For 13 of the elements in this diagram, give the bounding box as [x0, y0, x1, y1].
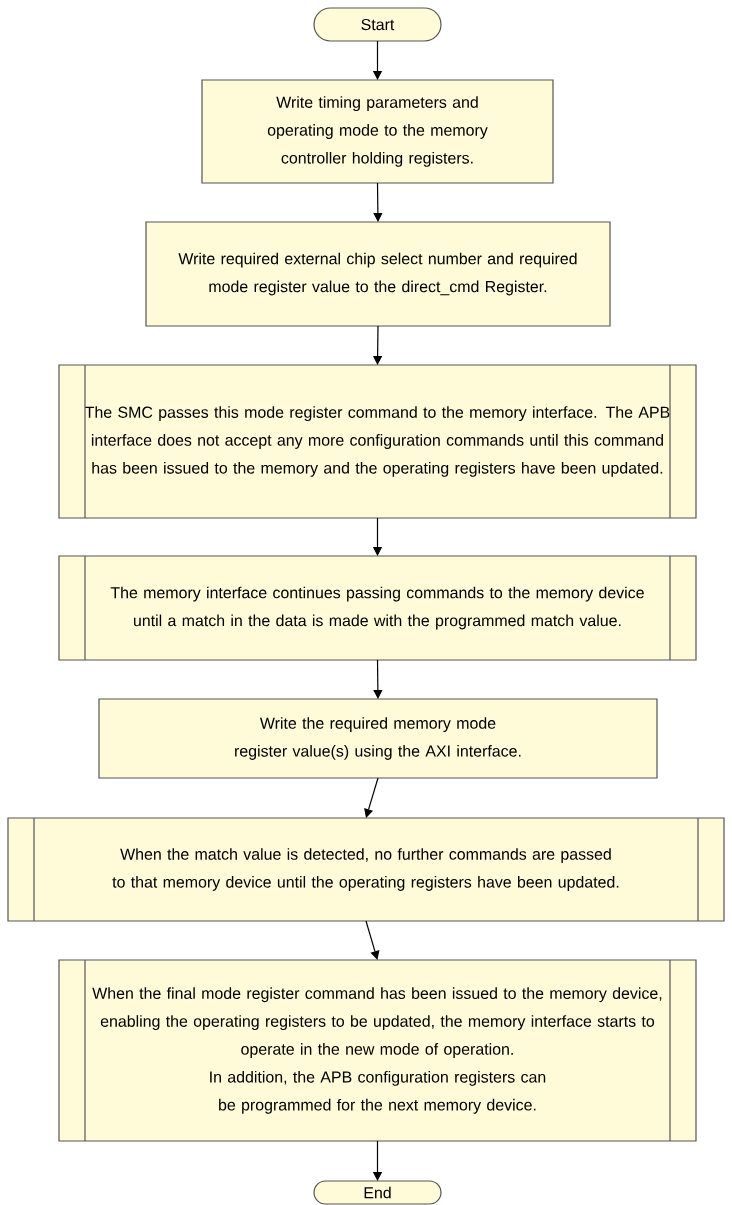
- terminal-box: Start: [313, 7, 442, 42]
- predefined-process-box: When the final mode register command has been issued to the memory device, enabling the operating registers to be updated, the memory interface starts to operate in the new mode of operation. In addition, the APB configuration registers can be programmed for the next memory device.: [58, 959, 697, 1142]
- predefined-process-box: When the match value is detected, no further commands are passed to that memory device until the operating registers have been updated.: [7, 817, 725, 922]
- arrow: [364, 777, 379, 818]
- predefined-process-box: The memory interface continues passing commands to the memory device until a match in the data is made with the programmed match value.: [58, 555, 697, 661]
- arrow: [365, 920, 380, 960]
- process-box: Write required external chip select number and required mode register value to the direct_cmd Register.: [145, 221, 611, 327]
- arrow: [373, 182, 383, 222]
- predefined-process-box: The SMC passes this mode register command to the memory interface. The APB interface does not accept any more configuration commands until this command has been issued to the memory and the operating registers have been updated.: [58, 364, 697, 519]
- process-box: Write timing parameters and operating mode to the memory controller holding registers.: [201, 79, 554, 184]
- arrow: [373, 659, 383, 699]
- process-box: Write the required memory mode register value(s) using the AXI interface.: [98, 698, 658, 779]
- terminal-box: End: [313, 1180, 442, 1205]
